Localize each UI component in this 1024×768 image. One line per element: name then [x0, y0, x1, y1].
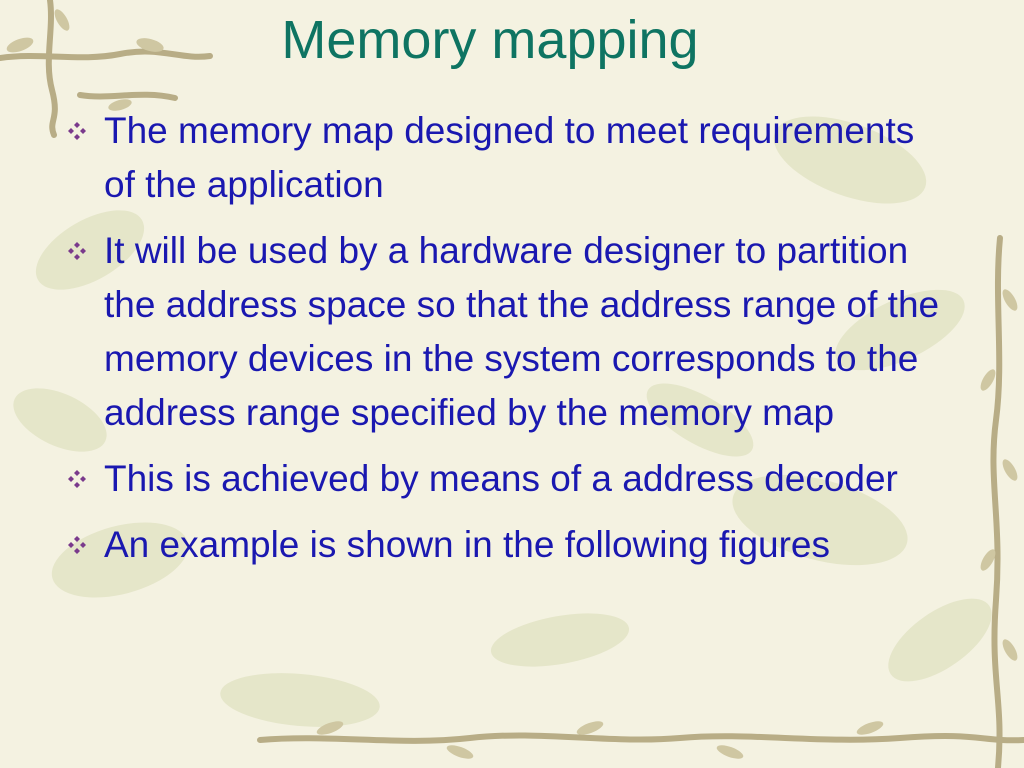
vine-bottom-leaves: [316, 721, 884, 759]
vine-right-leaves: [980, 289, 1018, 661]
bullet-list: The memory map designed to meet requirem…: [62, 104, 942, 584]
bullet-item: The memory map designed to meet requirem…: [62, 104, 942, 212]
vine-bottom: [257, 732, 1024, 744]
bullet-text: This is achieved by means of a address d…: [104, 458, 898, 499]
slide-title: Memory mapping: [281, 10, 699, 70]
vine-top-left-leaves: [6, 9, 164, 111]
faded-leaves: [13, 116, 992, 727]
bullet-text: An example is shown in the following fig…: [104, 524, 830, 565]
bullet-item: This is achieved by means of a address d…: [62, 452, 942, 506]
four-diamond-bullet-icon: [68, 122, 86, 140]
vine-top-left: [0, 0, 213, 138]
four-diamond-bullet-icon: [68, 470, 86, 488]
vine-right: [990, 235, 1003, 768]
bullet-item: An example is shown in the following fig…: [62, 518, 942, 572]
four-diamond-bullet-icon: [68, 242, 86, 260]
bullet-item: It will be used by a hardware designer t…: [62, 224, 942, 440]
bullet-text: It will be used by a hardware designer t…: [104, 230, 940, 433]
bullet-text: The memory map designed to meet requirem…: [104, 110, 915, 205]
four-diamond-bullet-icon: [68, 536, 86, 554]
